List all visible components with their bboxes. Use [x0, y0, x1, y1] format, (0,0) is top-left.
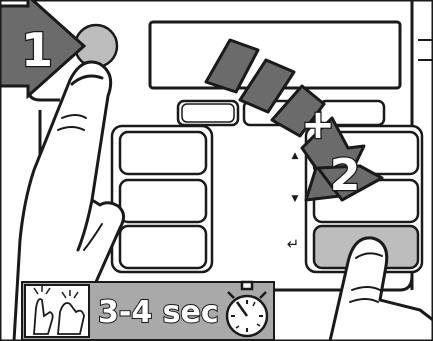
duration-label: 3-4 sec — [98, 295, 219, 330]
left-button-column — [110, 124, 214, 274]
left-button-1[interactable] — [118, 130, 208, 176]
step-1-label: 1 — [21, 23, 53, 77]
plus-symbol: + — [301, 102, 335, 148]
left-button-2[interactable] — [118, 178, 208, 224]
up-arrow-icon: ▲ — [292, 151, 299, 161]
finger-press-icon — [24, 284, 90, 338]
step-1-marker: 1 — [0, 0, 87, 100]
stopwatch-icon — [225, 280, 269, 338]
right-hand-illustration — [328, 236, 433, 341]
step-2-arrow — [204, 38, 384, 202]
enter-icon: ↵ — [287, 235, 300, 253]
down-arrow-icon: ▼ — [292, 194, 299, 204]
top-button-left[interactable] — [176, 99, 240, 127]
left-hand-illustration — [12, 60, 125, 341]
left-button-3[interactable] — [118, 224, 208, 270]
step-2-label: 2 — [330, 150, 361, 201]
